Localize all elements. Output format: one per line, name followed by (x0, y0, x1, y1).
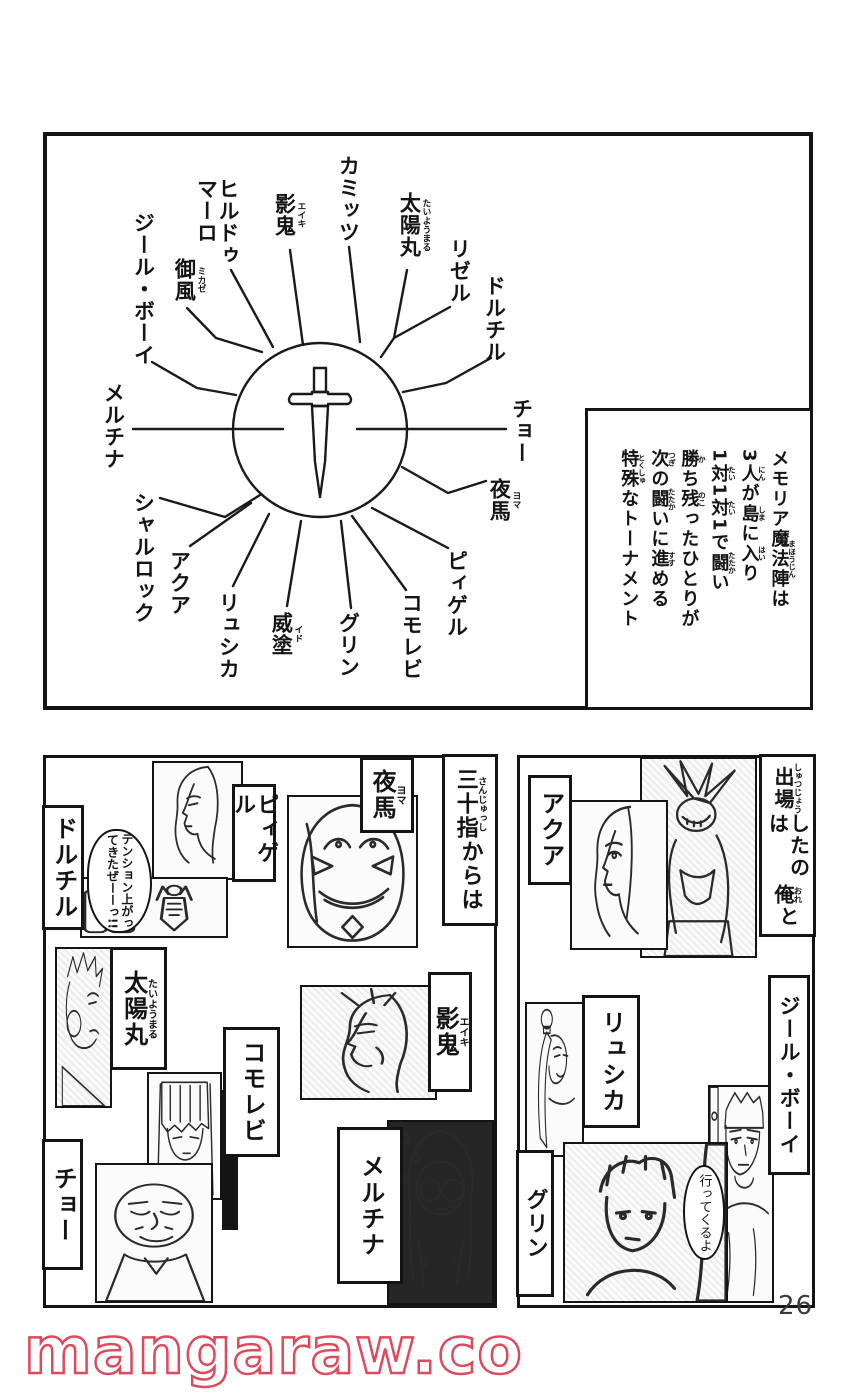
label-cho: チョー (42, 1139, 83, 1270)
info-line-1: メモリア魔法陣まほうじんは (768, 449, 797, 609)
right-character-panel: アクア 出場しゅつじょうしたのは俺おれと リュシカ ジール・ボーイ グリン 行っ… (516, 754, 816, 1308)
line-rizeru (379, 305, 452, 359)
portrait-akua (570, 800, 668, 950)
label-komorebi: コモレビ (223, 1027, 280, 1157)
circle-name-pyigeru: ピィゲル (444, 550, 469, 638)
info-line-5: 次つぎの闘たたかいに進すすめる (648, 449, 677, 609)
portrait-cho (95, 1163, 213, 1303)
line-mikaze (185, 306, 264, 354)
tournament-info-text: メモリア魔法陣まほうじんは 3人にんが島しまに入はいり 1対たい1対たい1で闘た… (588, 411, 810, 707)
circle-name-ryushika: リュシカ (216, 592, 241, 680)
line-ryushika (231, 512, 271, 588)
circle-name-ido: 威塗イド (269, 612, 303, 656)
line-hirudou (229, 268, 275, 349)
circle-name-gurin: グリン (336, 612, 361, 678)
info-line-4: 勝かち残のこったひとりが (678, 449, 707, 629)
label-ryushika: リュシカ (582, 995, 640, 1128)
ittekuru-speech-bubble: 行ってくるよ (683, 1165, 725, 1260)
sword-icon (287, 366, 353, 499)
circle-name-rizeru: リゼル (447, 238, 472, 304)
info-line-2: 3人にんが島しまに入はいり (738, 449, 767, 584)
label-meruchina: メルチナ (337, 1127, 403, 1284)
circle-name-mikaze: 御風ミカゼ (172, 258, 206, 302)
label-sanjusshi: 三十指さんじゅっしからは (442, 754, 498, 926)
circle-name-eiki: 影鬼エイキ (272, 193, 306, 237)
line-ido (285, 519, 303, 608)
label-jiiru-booi: ジール・ボーイ (768, 975, 810, 1175)
line-sharurokku (158, 493, 262, 519)
info-line-6: 特殊とくしゅなトーナメント (618, 449, 647, 629)
tension-speech-bubble: テンション上がってきたぜーーっ!! (87, 829, 152, 933)
label-taiyoumaru: 太陽丸たいようまる (110, 947, 167, 1070)
portrait-taiyoumaru (55, 947, 112, 1108)
label-doruchiru: ドルチル (42, 805, 84, 930)
line-yoma (400, 465, 488, 495)
magic-circle-svg (131, 245, 508, 610)
line-pyigeru (370, 506, 450, 550)
line-taiyoumaru (392, 268, 409, 340)
mangaraw-watermark-logo: mangaraw.co (23, 1313, 523, 1391)
line-gurin (339, 519, 353, 610)
label-shutsujou: 出場しゅつじょうしたのは俺おれと (759, 754, 816, 937)
circle-name-sharurokku: シャルロック (131, 492, 156, 624)
line-kamittsu (347, 245, 362, 344)
line-jiiru (150, 360, 238, 397)
tournament-info-box: メモリア魔法陣まほうじんは 3人にんが島しまに入はいり 1対たい1対たい1で闘た… (585, 408, 813, 710)
label-akua: アクア (528, 775, 572, 885)
page-number: 26 (778, 1291, 814, 1321)
label-yoma: 夜馬ヨマ (360, 757, 414, 833)
circle-name-doruchiru: ドルチル (482, 275, 507, 363)
label-pyigeru: ピィゲル (230, 784, 278, 882)
circle-name-yoma: 夜馬ヨマ (487, 478, 521, 522)
circle-name-komorebi: コモレビ (399, 592, 424, 680)
circle-name-akua: アクア (167, 550, 192, 616)
circle-name-kamittsu: カミッツ (336, 155, 361, 243)
circle-name-jiiru-booi: ジール・ボーイ (131, 212, 156, 366)
portrait-ryushika (525, 1002, 584, 1157)
circle-name-cho: チョー (509, 398, 534, 464)
label-gurin: グリン (516, 1150, 554, 1297)
circle-name-taiyoumaru: 太陽丸たいようまる (397, 192, 431, 258)
circle-name-meruchina: メルチナ (101, 382, 126, 470)
circle-name-hirudou-maaro: ヒルドゥマーロ (194, 178, 240, 266)
info-line-3: 1対たい1対たい1で闘たたかい (708, 449, 737, 593)
portrait-pyigeru (152, 761, 243, 880)
magic-circle-frame: カミッツ 太陽丸たいようまる リゼル ドルチル チョー 夜馬ヨマ ピィゲル コモ… (43, 132, 813, 710)
portrait-eiki (300, 985, 437, 1100)
left-character-panel: ドルチル ピィゲル 夜馬ヨマ 三十指さんじゅっしからは 太陽丸たいようまる コモ… (42, 754, 498, 1308)
line-komorebi (350, 514, 408, 592)
line-eiki (288, 248, 305, 347)
line-akua (188, 501, 253, 548)
line-doruchiru (401, 356, 493, 394)
portrait-meruchina (387, 1120, 494, 1305)
label-eiki: 影鬼エイキ (428, 972, 472, 1092)
